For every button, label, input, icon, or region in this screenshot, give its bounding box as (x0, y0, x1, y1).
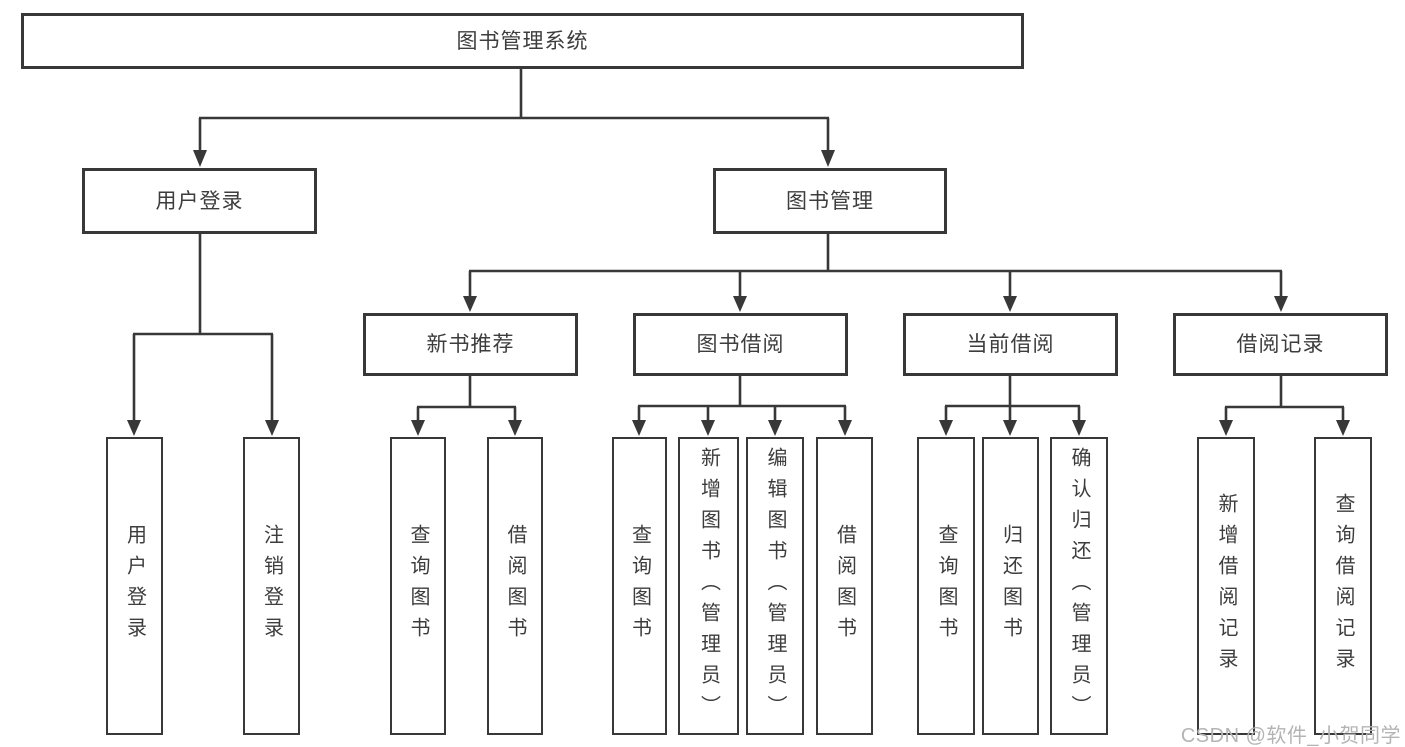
node-label: 借阅记录 (1236, 333, 1325, 356)
node-label: 用户登录 (155, 189, 244, 213)
node-label: 图书管理 (786, 189, 874, 213)
connector-new-book-branch (411, 376, 522, 436)
connector-borrowing-records-branch (1219, 376, 1350, 436)
arrow-down-icon (701, 420, 715, 436)
connector-line (944, 376, 1081, 421)
arrow-down-icon (265, 420, 279, 436)
arrow-down-icon (939, 420, 953, 436)
watermark: CSDN @软件_小贺同学 (1180, 725, 1401, 747)
node-borrow-books-borrowing: 借阅图书 (816, 437, 873, 735)
connector-user-login-branch (127, 234, 279, 436)
connector-current-borrowing-branch (939, 376, 1086, 436)
connector-line (637, 376, 847, 421)
arrow-down-icon (768, 420, 782, 436)
arrow-down-icon (733, 296, 747, 312)
node-label: 当前借阅 (966, 333, 1055, 356)
connector-book-management-branch (463, 233, 1288, 312)
node-borrowing-records: 借阅记录 (1173, 313, 1388, 376)
node-query-books-borrowing: 查询图书 (612, 437, 667, 735)
arrow-down-icon (463, 296, 477, 312)
arrow-down-icon (1003, 296, 1017, 312)
node-label: 新增借阅记录 (1215, 493, 1237, 679)
connector-root-to-level2 (193, 69, 835, 167)
node-label: 图书借阅 (696, 333, 785, 356)
node-return-books: 归还图书 (982, 437, 1039, 735)
connector-line (468, 233, 1283, 297)
node-label: 查询图书 (935, 524, 957, 648)
node-label: 用户登录 (123, 524, 146, 648)
arrow-down-icon (1219, 420, 1233, 436)
node-label: 借阅图书 (833, 524, 856, 648)
arrow-down-icon (193, 150, 207, 167)
node-borrow-books-newbook: 借阅图书 (487, 437, 543, 735)
node-edit-books-admin: 编辑图书（管理员） (746, 437, 804, 735)
node-label: 查询图书 (407, 524, 429, 648)
arrow-down-icon (1274, 296, 1288, 312)
node-label: 注销登录 (260, 524, 283, 648)
node-library-system: 图书管理系统 (21, 13, 1024, 69)
node-query-books-current: 查询图书 (917, 437, 975, 735)
node-label: 图书管理系统 (456, 29, 589, 53)
node-new-book-recommend: 新书推荐 (363, 313, 578, 376)
node-query-books-newbook: 查询图书 (390, 437, 446, 735)
node-user-login-action: 用户登录 (106, 437, 163, 735)
node-label: 编辑图书（管理员） (764, 446, 786, 726)
connector-line (132, 234, 274, 421)
node-add-borrow-record: 新增借阅记录 (1197, 437, 1255, 735)
node-query-borrow-record: 查询借阅记录 (1314, 437, 1372, 735)
connector-line (1224, 376, 1345, 421)
node-label: 新增图书（管理员） (697, 446, 720, 726)
node-add-books-admin: 新增图书（管理员） (678, 437, 739, 735)
node-book-borrowing: 图书借阅 (633, 313, 848, 376)
node-label: 归还图书 (999, 524, 1022, 648)
connector-line (198, 69, 830, 151)
node-logout-action: 注销登录 (243, 437, 300, 735)
node-label: 确认归还（管理员） (1068, 446, 1090, 726)
node-label: 新书推荐 (426, 333, 515, 356)
node-book-management: 图书管理 (713, 168, 947, 234)
node-label: 查询图书 (628, 524, 651, 648)
arrow-down-icon (1003, 420, 1017, 436)
node-label: 查询借阅记录 (1332, 493, 1354, 679)
node-user-login: 用户登录 (82, 168, 317, 234)
arrow-down-icon (127, 420, 141, 436)
arrow-down-icon (1336, 420, 1350, 436)
arrow-down-icon (821, 150, 835, 167)
arrow-down-icon (632, 420, 646, 436)
node-confirm-return-admin: 确认归还（管理员） (1050, 437, 1108, 735)
node-label: 借阅图书 (504, 524, 526, 648)
connector-book-borrowing-branch (632, 376, 852, 436)
node-current-borrowing: 当前借阅 (903, 313, 1118, 376)
arrow-down-icon (838, 420, 852, 436)
connector-line (416, 376, 517, 421)
arrow-down-icon (508, 420, 522, 436)
arrow-down-icon (1072, 420, 1086, 436)
arrow-down-icon (411, 420, 425, 436)
